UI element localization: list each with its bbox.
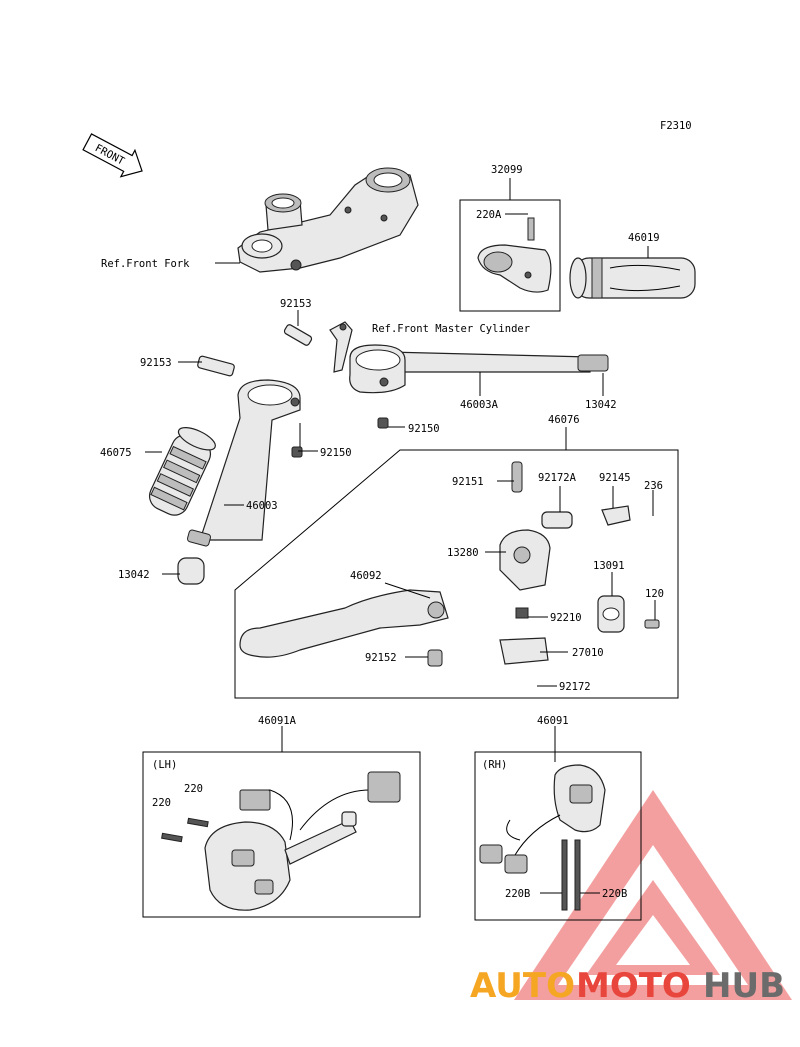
rh-switch-assembly	[479, 764, 606, 911]
callout-46003A: 46003A	[460, 399, 499, 411]
callout-46092: 46092	[350, 570, 382, 582]
callout-13042-right: 13042	[585, 399, 617, 411]
callout-220-b: 220	[184, 783, 203, 795]
callout-27010: 27010	[572, 647, 604, 659]
callout-92172: 92172	[559, 681, 591, 693]
brake-lever-box	[234, 449, 679, 699]
watermark-logo	[514, 790, 792, 1000]
callout-46091: 46091	[537, 715, 569, 727]
watermark-hub: HUB	[703, 966, 785, 1006]
right-grip	[569, 257, 696, 299]
front-arrow-icon: FRONT	[82, 133, 143, 178]
callout-ref-front-master-cylinder: Ref.Front Master Cylinder	[372, 323, 530, 335]
callout-lh: (LH)	[152, 759, 177, 771]
callout-46075: 46075	[100, 447, 132, 459]
callout-92172A: 92172A	[538, 472, 577, 484]
callout-46019: 46019	[628, 232, 660, 244]
callout-92151: 92151	[452, 476, 484, 488]
right-handlebar	[329, 321, 609, 429]
callout-32099: 32099	[491, 164, 523, 176]
callout-92145: 92145	[599, 472, 631, 484]
watermark-text: AUTO MOTO HUB	[470, 966, 785, 1006]
watermark-auto: AUTO	[470, 966, 575, 1006]
callout-46003: 46003	[246, 500, 278, 512]
callout-220A: 220A	[476, 209, 502, 221]
callout-92153-top: 92153	[280, 298, 312, 310]
top-triple-clamp	[237, 167, 419, 273]
throttle-housing	[477, 217, 552, 293]
callout-46091A: 46091A	[258, 715, 297, 727]
leader-lines	[145, 178, 656, 894]
callout-46076: 46076	[548, 414, 580, 426]
callout-13280: 13280	[447, 547, 479, 559]
left-grip	[148, 427, 216, 516]
callout-92150-left: 92150	[320, 447, 352, 459]
callout-rh: (RH)	[482, 759, 507, 771]
callout-220B-right: 220B	[602, 888, 627, 900]
callout-92210: 92210	[550, 612, 582, 624]
callout-92150-right: 92150	[408, 423, 440, 435]
figure-code: F2310	[660, 120, 692, 132]
brake-lever	[239, 589, 449, 667]
lh-switch-assembly	[161, 771, 401, 911]
callout-labels: Ref.Front Fork Ref.Front Master Cylinder…	[100, 164, 664, 900]
callout-220B-left: 220B	[505, 888, 530, 900]
callout-120: 120	[645, 588, 664, 600]
left-handlebar	[177, 324, 313, 585]
callout-13042-left: 13042	[118, 569, 150, 581]
rh-switch-box	[474, 751, 642, 921]
watermark-moto: MOTO	[576, 966, 691, 1006]
callout-220-a: 220	[152, 797, 171, 809]
callout-ref-front-fork: Ref.Front Fork	[101, 258, 190, 270]
callout-92152: 92152	[365, 652, 397, 664]
callout-13091: 13091	[593, 560, 625, 572]
callout-236: 236	[644, 480, 663, 492]
master-cylinder-bracket	[499, 461, 660, 665]
callout-92153-left: 92153	[140, 357, 172, 369]
